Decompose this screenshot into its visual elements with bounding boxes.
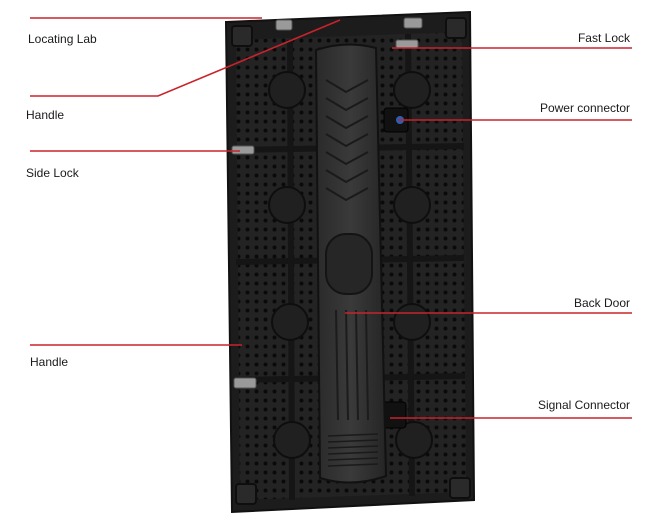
label-locating-lab: Locating Lab: [28, 32, 97, 46]
back-door-cover: [314, 43, 388, 484]
label-fast-lock: Fast Lock: [577, 31, 630, 45]
label-back-door: Back Door: [573, 296, 630, 310]
cabinet-panel: [224, 10, 476, 514]
label-handle-bottom: Handle: [30, 355, 69, 369]
label-handle-top: Handle: [26, 108, 65, 122]
leader-handle-top: [30, 19, 341, 97]
leader-lines: [30, 17, 632, 419]
label-signal-connector: Signal Connector: [537, 398, 630, 412]
label-side-lock: Side Lock: [26, 166, 79, 180]
label-power-connector: Power connector: [539, 101, 630, 115]
